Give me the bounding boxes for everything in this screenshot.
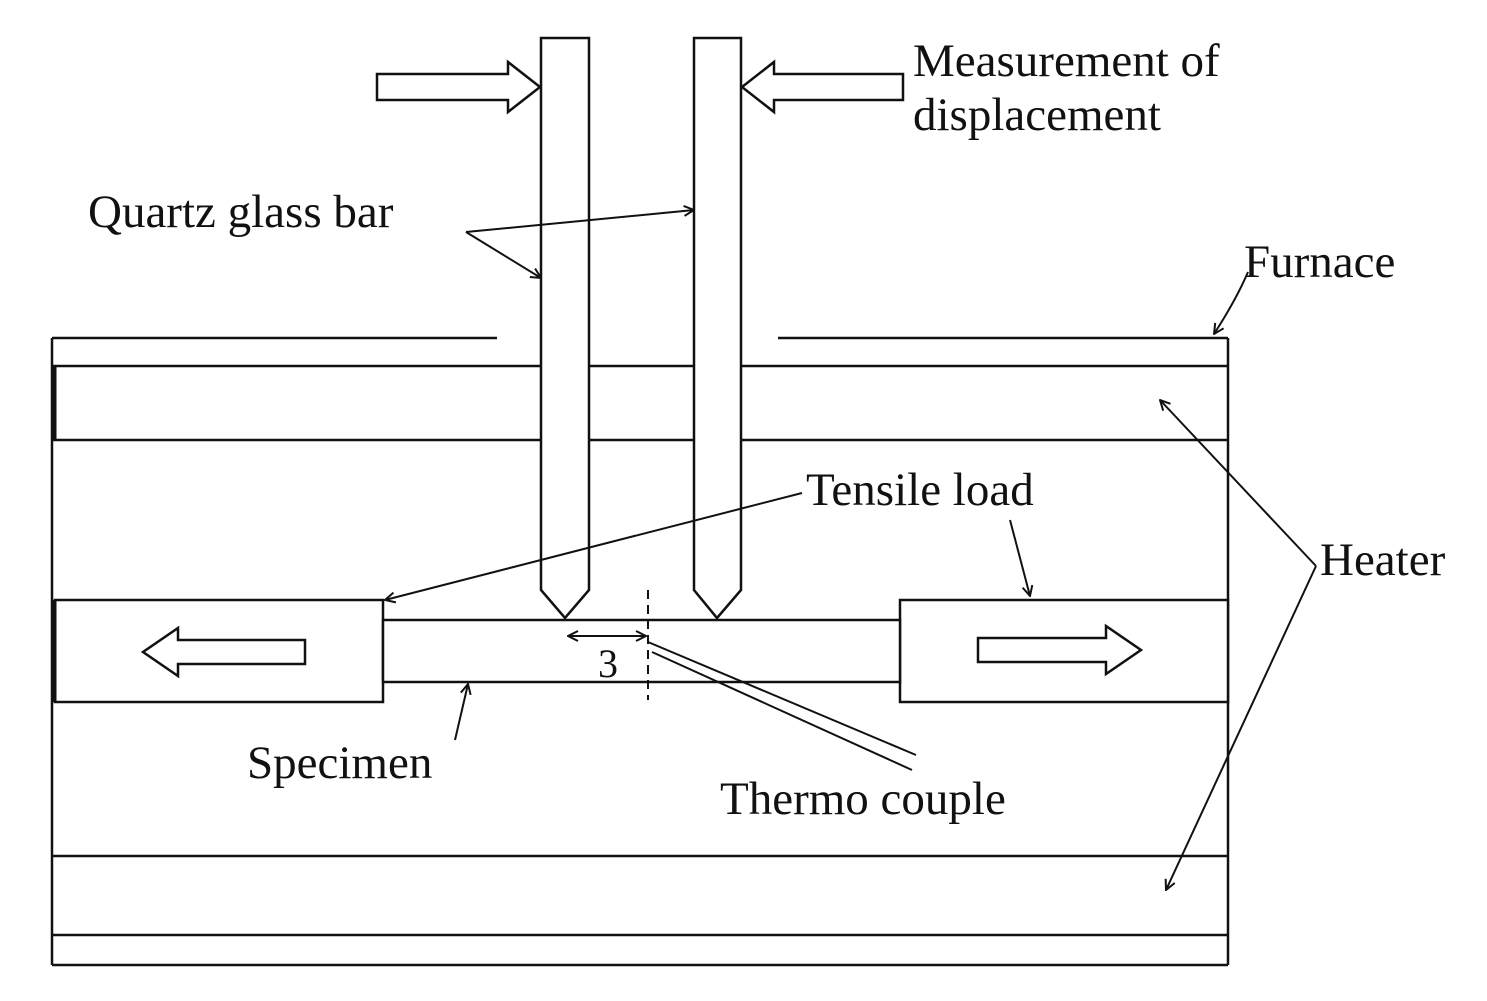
specimen-label: Specimen [247, 737, 432, 789]
tensile-load-label: Tensile load [806, 464, 1034, 516]
dimension-label: 3 [598, 641, 618, 686]
quartz-bar-label: Quartz glass bar [88, 186, 394, 238]
thermocouple-label: Thermo couple [720, 773, 1006, 825]
measurement-label-line1: Measurement of [913, 35, 1220, 87]
specimen [381, 618, 902, 684]
quartz-bar-left [539, 36, 591, 620]
displacement-arrow-right-icon [739, 59, 905, 115]
heater-label: Heater [1320, 534, 1446, 586]
leader-lines [385, 210, 1317, 890]
tensile-arrow-right-icon [976, 623, 1144, 677]
measurement-label-line2: displacement [913, 89, 1161, 141]
furnace-label: Furnace [1244, 236, 1395, 288]
heater-top [51, 364, 1228, 442]
tensile-arrow-left-icon [140, 625, 307, 679]
displacement-arrow-left-icon [375, 59, 543, 115]
quartz-bar-right [692, 36, 743, 620]
